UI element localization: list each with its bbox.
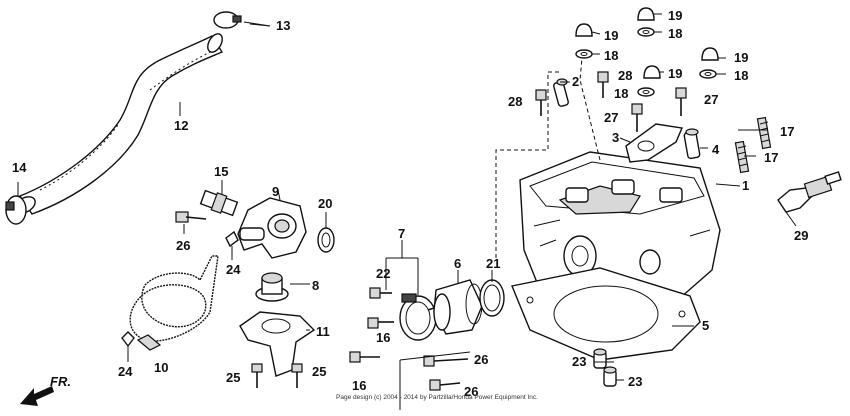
water-joint[interactable]: [433, 270, 483, 335]
leader-26-top: [399, 351, 471, 361]
callout-6: 6: [454, 256, 461, 271]
callout-19-c: 19: [734, 50, 748, 65]
callout-16-upper: 16: [376, 330, 390, 345]
washer-18-d[interactable]: [637, 87, 655, 97]
callout-23-upper: 23: [572, 354, 586, 369]
callout-28-left: 28: [508, 94, 522, 109]
callout-18-c: 18: [734, 68, 748, 83]
callout-11: 11: [316, 324, 330, 339]
callout-14: 14: [12, 160, 27, 175]
callout-18-b: 18: [668, 26, 682, 41]
washer-18-a[interactable]: [575, 49, 593, 59]
spark-plug[interactable]: [777, 171, 842, 227]
bolt-27-right[interactable]: [675, 87, 687, 116]
callout-12: 12: [174, 118, 188, 133]
thermostat-cover[interactable]: [237, 189, 307, 259]
callout-25-left: 25: [226, 370, 240, 385]
bolt-28-right[interactable]: [597, 71, 609, 98]
dowel-pin-lower[interactable]: [603, 366, 617, 387]
hose-clamp-lower[interactable]: [5, 182, 27, 225]
head-gasket[interactable]: [511, 267, 701, 361]
washer-18-b[interactable]: [637, 27, 655, 37]
callout-26-bottom: 26: [464, 384, 478, 399]
callout-25-right: 25: [312, 364, 326, 379]
callout-29: 29: [794, 228, 808, 243]
callout-5: 5: [702, 318, 709, 333]
callout-28-right: 28: [618, 68, 632, 83]
callout-bracket-7: [385, 240, 419, 295]
thermostat[interactable]: [255, 272, 310, 302]
callout-3: 3: [612, 130, 619, 145]
front-direction-arrow-icon: [20, 386, 54, 406]
bolt-25-right[interactable]: [291, 363, 303, 388]
callout-19-d: 19: [668, 66, 682, 81]
valve-stud-2[interactable]: [553, 78, 569, 107]
callout-13: 13: [276, 18, 290, 33]
callout-27-center: 27: [604, 110, 618, 125]
cap-nut-19-b[interactable]: [637, 7, 655, 21]
bolt-25-left[interactable]: [251, 363, 263, 388]
leader-lines: [179, 13, 768, 381]
callout-15: 15: [214, 164, 228, 179]
callout-17-lower: 17: [764, 150, 778, 165]
callout-18-d: 18: [614, 86, 628, 101]
callout-21: 21: [486, 256, 500, 271]
cap-nut-19-c[interactable]: [701, 47, 719, 61]
callout-27-right: 27: [704, 92, 718, 107]
hose-clip-upper[interactable]: [225, 230, 239, 260]
bolt-26-bottom[interactable]: [429, 379, 461, 391]
callout-20: 20: [318, 196, 332, 211]
bolt-26-left[interactable]: [175, 211, 207, 234]
callout-17-upper: 17: [780, 124, 794, 139]
leader-box-head: [495, 71, 560, 258]
bolt-27-center[interactable]: [631, 103, 643, 132]
bolt-28-left[interactable]: [535, 89, 547, 116]
o-ring-20[interactable]: [317, 212, 335, 253]
callout-9: 9: [272, 184, 279, 199]
callout-10: 10: [154, 360, 168, 375]
thermostat-housing[interactable]: [239, 311, 316, 377]
cylinder-head[interactable]: [519, 151, 741, 311]
callout-8: 8: [312, 278, 319, 293]
rocker-pivot-4[interactable]: [683, 128, 708, 160]
callout-23-lower: 23: [628, 374, 642, 389]
callout-19-a: 19: [604, 28, 618, 43]
bolt-16-upper[interactable]: [367, 317, 394, 329]
callout-2: 2: [572, 74, 579, 89]
callout-26-left: 26: [176, 238, 190, 253]
callout-19-b: 19: [668, 8, 682, 23]
washer-18-c[interactable]: [699, 69, 717, 79]
dowel-pin-upper[interactable]: [593, 348, 607, 369]
bolt-16-lower[interactable]: [349, 351, 380, 363]
cap-nut-19-d[interactable]: [643, 65, 661, 79]
stud-17-upper[interactable]: [756, 116, 772, 150]
hose-clamp-upper[interactable]: [213, 11, 271, 29]
screw-22[interactable]: [369, 287, 392, 299]
radiator-hose[interactable]: [12, 31, 225, 216]
o-ring-21[interactable]: [479, 270, 505, 317]
callout-1: 1: [742, 178, 749, 193]
copyright-notice: Page design (c) 2004 - 2014 by Partzilla…: [336, 394, 538, 401]
callout-24-upper: 24: [226, 262, 241, 277]
rocker-arm[interactable]: [619, 123, 683, 163]
cap-nut-19-a[interactable]: [575, 23, 593, 37]
callout-4: 4: [712, 142, 720, 157]
callout-16-lower: 16: [352, 378, 366, 393]
water-hose-coil[interactable]: [129, 255, 219, 351]
temperature-sensor[interactable]: [199, 180, 239, 217]
callout-22: 22: [376, 266, 390, 281]
callout-18-a: 18: [604, 48, 618, 63]
stud-17-lower[interactable]: [734, 140, 750, 174]
bolt-26-center[interactable]: [423, 355, 469, 367]
callout-24-lower: 24: [118, 364, 133, 379]
hose-clip-lower[interactable]: [121, 331, 135, 362]
front-direction-label: FR.: [50, 374, 71, 389]
leader-box-valve: [579, 57, 601, 161]
callout-7: 7: [398, 226, 405, 241]
callout-26-center: 26: [474, 352, 488, 367]
